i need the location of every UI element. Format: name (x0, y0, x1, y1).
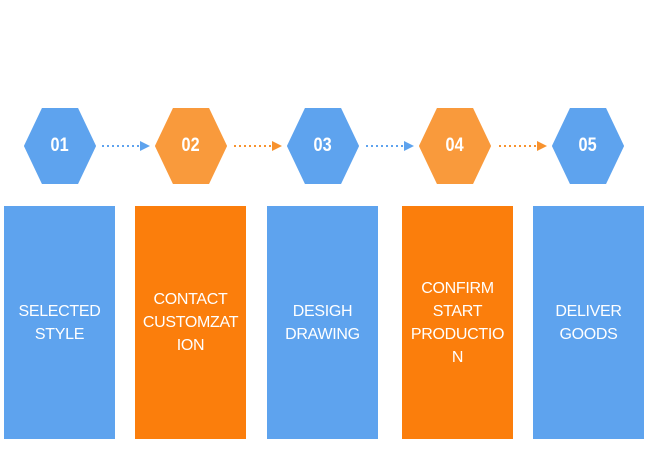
step-4-number: 04 (445, 135, 465, 156)
step-1-label: SELECTED STYLE (18, 302, 101, 343)
connector-arrow-1-2 (102, 141, 150, 151)
step-1-card: SELECTED STYLE (4, 206, 115, 439)
step-4-card: CONFIRM START PRODUCTIO N (402, 206, 513, 439)
connector-arrow-2-3 (234, 141, 282, 151)
step-2-hexagon: 02 (154, 108, 228, 184)
step-5-card: DELIVER GOODS (533, 206, 644, 439)
step-3-label: DESIGH DRAWING (285, 302, 360, 343)
connector-arrow-3-4 (366, 141, 414, 151)
connector-arrow-4-5 (499, 141, 547, 151)
step-2-card: CONTACT CUSTOMZAT ION (135, 206, 246, 439)
step-5-number: 05 (578, 135, 598, 156)
step-5-hexagon: 05 (551, 108, 625, 184)
step-4-hexagon: 04 (418, 108, 492, 184)
step-2-number: 02 (181, 135, 201, 156)
step-1-number: 01 (50, 135, 70, 156)
step-1-hexagon: 01 (23, 108, 97, 184)
step-4-label: CONFIRM START PRODUCTIO N (410, 279, 505, 366)
step-3-hexagon: 03 (286, 108, 360, 184)
step-2-label: CONTACT CUSTOMZAT ION (142, 291, 239, 354)
step-5-label: DELIVER GOODS (555, 302, 622, 343)
step-3-card: DESIGH DRAWING (267, 206, 378, 439)
step-3-number: 03 (313, 135, 333, 156)
